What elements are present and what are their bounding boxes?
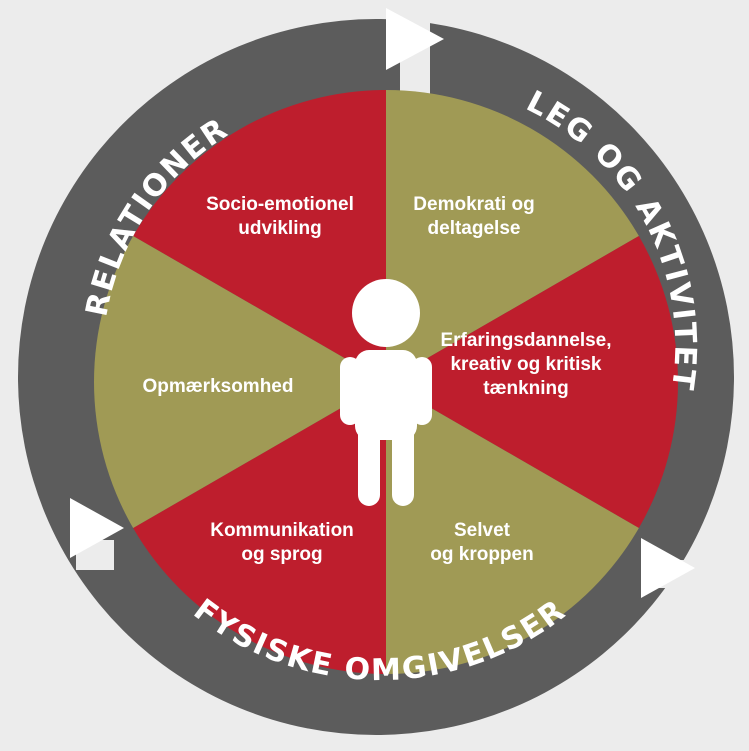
segment-demokrati xyxy=(386,90,639,382)
child-figure-icon xyxy=(340,279,432,506)
segment-label-opmaerksomhed: Opmærksomhed xyxy=(143,376,294,397)
segment-selvet xyxy=(386,382,639,674)
play-triangle-icon xyxy=(641,538,695,598)
segment-group xyxy=(93,90,678,674)
play-triangle-icon xyxy=(70,498,124,558)
segment-socio xyxy=(133,90,386,382)
play-triangle-icon xyxy=(386,8,444,70)
segment-kommunikation xyxy=(133,382,386,674)
segment-opmaerksomhed xyxy=(93,236,386,528)
segment-erfaring xyxy=(386,236,678,528)
